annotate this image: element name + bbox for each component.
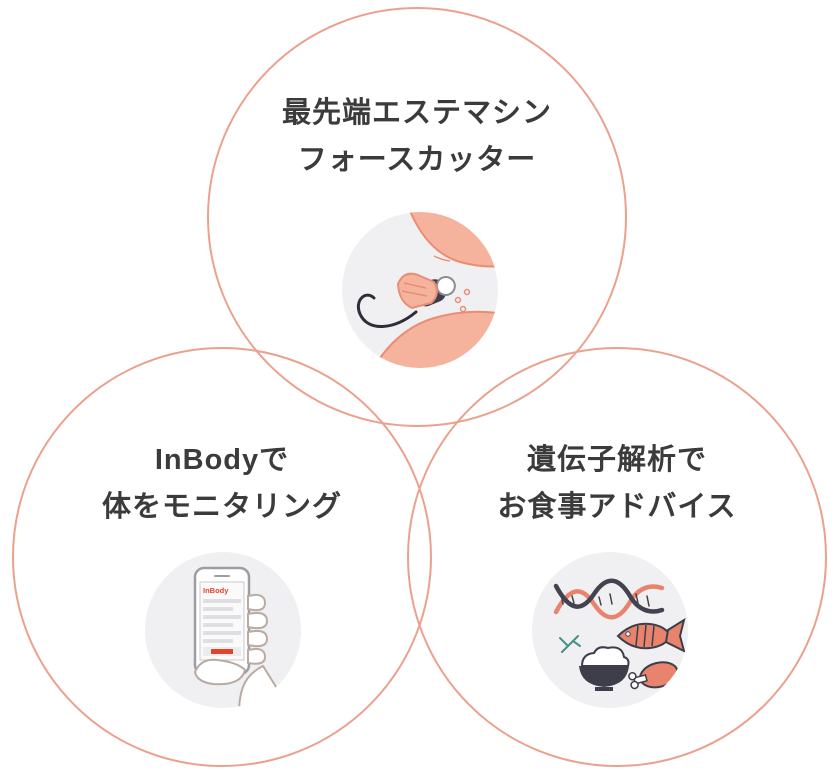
genetics-label-line1: 遺伝子解析で [526, 444, 707, 476]
app-list-rows [203, 599, 241, 643]
force-cutter-illustration [342, 212, 498, 368]
app-red-button [211, 649, 233, 654]
circle-force-cutter [207, 7, 627, 427]
device-cable-icon [357, 293, 418, 328]
circle-genetics [407, 347, 827, 767]
force-cutter-illustration-svg [342, 212, 498, 368]
holding-hand-icon [193, 593, 269, 686]
rice-bowl-icon [579, 646, 630, 691]
inbody-illustration-svg: InBody [145, 552, 301, 708]
genetics-label: 遺伝子解析で お食事アドバイス [407, 437, 827, 531]
force-cutter-label: 最先端エステマシン フォースカッター [207, 90, 627, 184]
genetics-label-line2: お食事アドバイス [497, 491, 737, 523]
smartphone-icon: InBody [193, 566, 251, 676]
therapist-hand-icon [396, 272, 438, 310]
inbody-label-line1: InBodyで [154, 444, 290, 476]
herb-sprig-icon [559, 635, 581, 653]
suction-marks-icon [454, 288, 471, 313]
force-cutter-label-line1: 最先端エステマシン [281, 97, 552, 129]
force-cutter-label-line2: フォースカッター [297, 144, 537, 176]
inbody-label-line2: 体をモニタリング [101, 491, 342, 523]
dna-food-illustration-svg [532, 552, 688, 708]
inbody-label: InBodyで 体をモニタリング [12, 437, 432, 531]
inbody-smartphone-illustration: InBody [145, 552, 301, 708]
phone-app-brand-text: InBody [203, 586, 229, 595]
fish-icon [616, 617, 686, 653]
dna-food-illustration [532, 552, 688, 708]
dna-helix-icon [553, 578, 665, 620]
